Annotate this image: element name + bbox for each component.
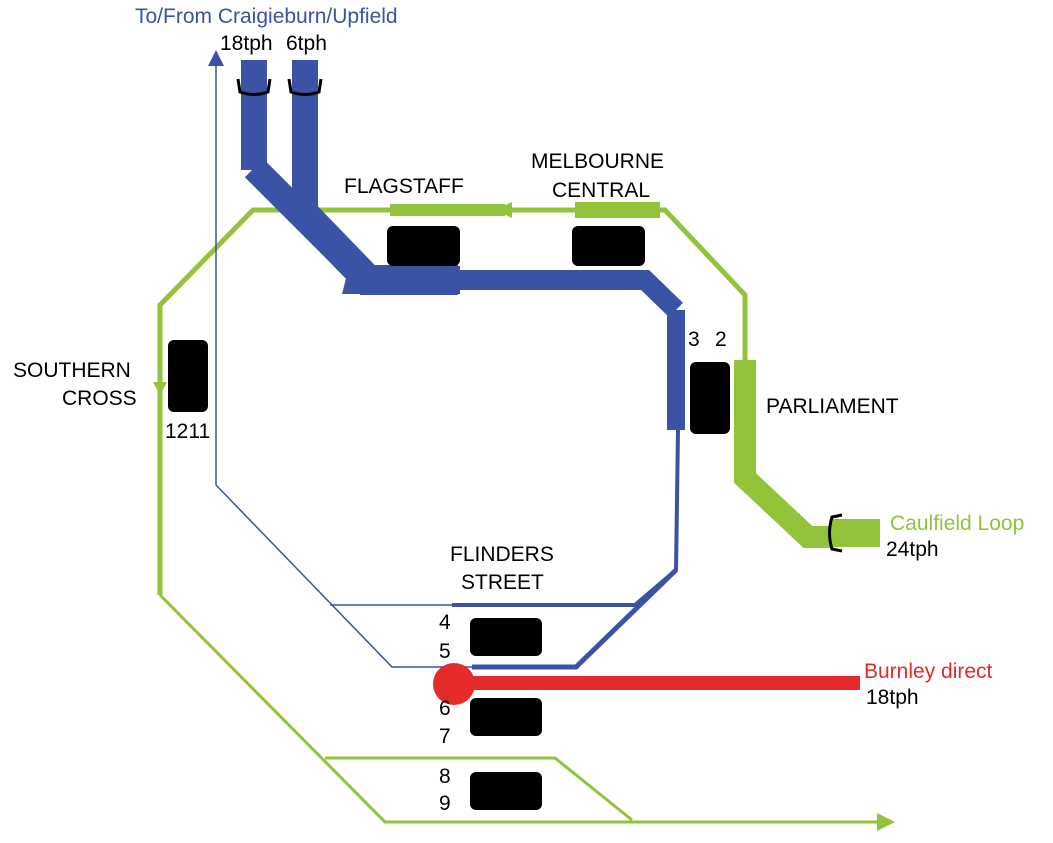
southern-cross-label-1: SOUTHERN xyxy=(13,359,131,382)
burnley-frequency: 18tph xyxy=(866,686,919,709)
platform-melbourne-central xyxy=(572,226,645,266)
bracket-markers xyxy=(236,78,843,553)
bracket-caulfield-icon xyxy=(828,513,843,553)
burnley-direct-label: Burnley direct xyxy=(864,660,993,683)
platform-7-label: 7 xyxy=(439,725,451,748)
top-destination-label: To/From Craigieburn/Upfield xyxy=(135,5,398,28)
platform-flinders-67 xyxy=(470,698,542,736)
green-arrow-right-icon xyxy=(877,813,895,831)
top-right-frequency: 6tph xyxy=(286,32,327,55)
platform-blocks xyxy=(168,226,730,810)
northern-direct-track xyxy=(215,60,472,668)
parliament-platform-2: 2 xyxy=(715,328,727,351)
caulfield-loop-track xyxy=(157,202,880,824)
top-left-frequency: 18tph xyxy=(220,32,273,55)
platform-8-label: 8 xyxy=(439,765,451,788)
platform-flagstaff xyxy=(387,226,460,266)
northern-loop-track xyxy=(241,60,685,670)
bracket-left-icon xyxy=(236,78,272,96)
platform-flinders-89 xyxy=(470,772,542,810)
platform-flinders-45 xyxy=(470,618,542,656)
green-arrow-left-icon xyxy=(495,202,512,218)
melbourne-central-label-2: CENTRAL xyxy=(552,179,650,202)
blue-thin-up xyxy=(215,60,472,668)
platform-5-label: 5 xyxy=(439,640,451,663)
flinders-street-label-2: STREET xyxy=(461,571,544,594)
green-parliament-thick xyxy=(734,360,830,548)
flagstaff-label: FLAGSTAFF xyxy=(344,175,464,198)
burnley-junction-dot xyxy=(433,663,475,705)
blue-loop-upper xyxy=(455,270,683,318)
caulfield-loop-label: Caulfield Loop xyxy=(890,512,1024,535)
platform-parliament xyxy=(690,362,730,434)
bracket-right-icon xyxy=(287,78,323,96)
blue-loop-platform5 xyxy=(472,568,678,670)
flinders-street-label-1: FLINDERS xyxy=(450,543,554,566)
southern-cross-label-2: CROSS xyxy=(62,387,137,410)
green-lower-track xyxy=(158,593,880,824)
platform-southern-cross xyxy=(168,340,208,412)
blue-arrow-up-icon xyxy=(208,50,224,66)
green-arrow-down-icon xyxy=(153,382,167,395)
parliament-label: PARLIAMENT xyxy=(766,395,899,418)
green-platform-89-top xyxy=(325,756,633,822)
melbourne-central-label-1: MELBOURNE xyxy=(531,150,664,173)
platform-6-label: 6 xyxy=(439,697,451,720)
southern-cross-platforms: 1211 xyxy=(165,420,210,443)
parliament-platform-3: 3 xyxy=(688,328,700,351)
platform-9-label: 9 xyxy=(439,792,451,815)
caulfield-frequency: 24tph xyxy=(886,538,939,561)
platform-4-label: 4 xyxy=(439,611,451,634)
